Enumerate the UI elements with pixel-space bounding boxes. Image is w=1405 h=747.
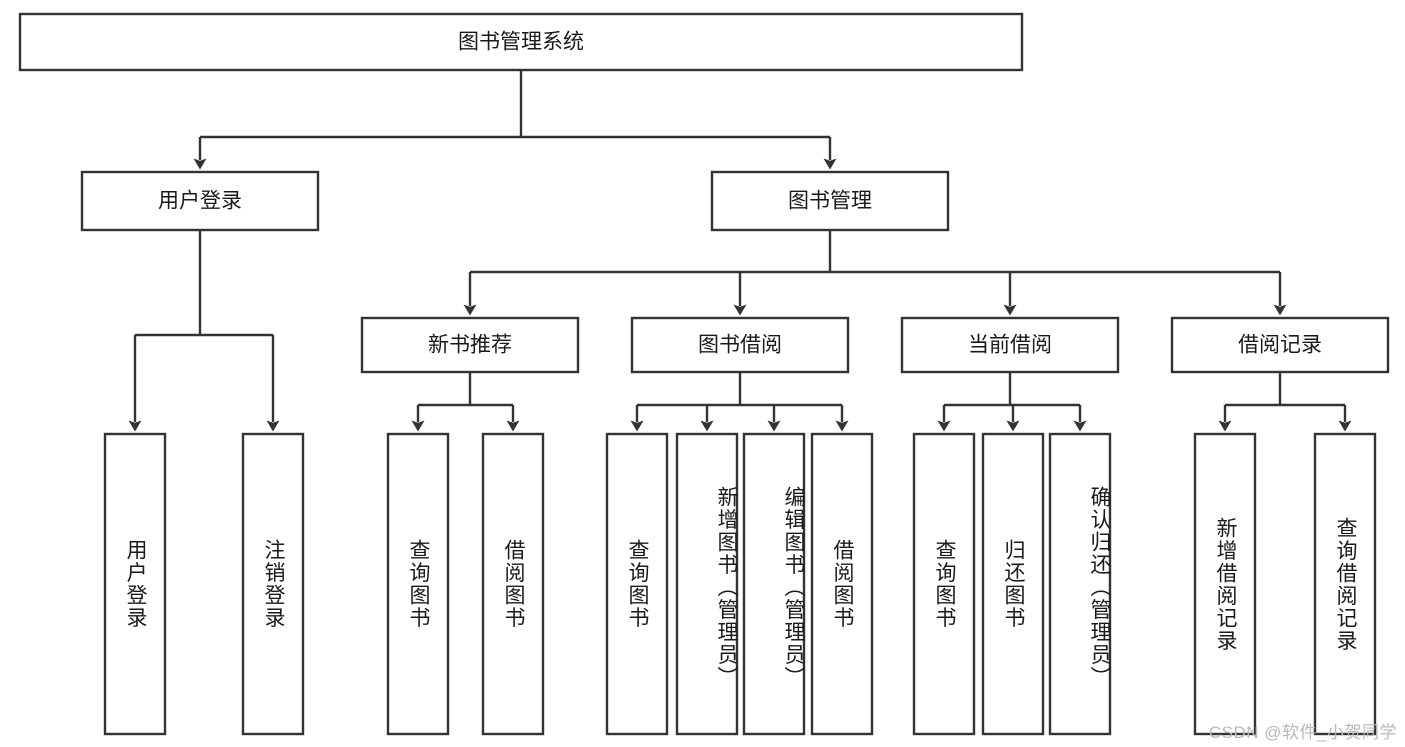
leaf-box-borrow-book[interactable]	[810, 432, 874, 736]
node-root-label: 图书管理系统	[458, 31, 584, 54]
connector-new-book-recommend-to-leaves	[411, 372, 520, 432]
leaf-box-add-book-admin[interactable]	[675, 432, 739, 736]
leaf-box-edit-book-admin[interactable]	[742, 432, 806, 736]
node-user-login-label: 用户登录	[158, 190, 242, 213]
leaf-box-logout[interactable]	[241, 432, 305, 736]
leaf-box-query-borrow-record[interactable]	[1313, 432, 1377, 736]
connector-borrow-record-to-leaves	[1218, 372, 1352, 432]
node-book-management[interactable]: 图书管理	[710, 170, 950, 232]
node-borrow-record[interactable]: 借阅记录	[1170, 316, 1390, 374]
node-book-borrow-label: 图书借阅	[698, 334, 782, 357]
node-new-book-recommend-box	[360, 316, 580, 374]
node-book-management-label: 图书管理	[788, 190, 872, 213]
node-root-box	[18, 12, 1024, 72]
node-current-borrow-label: 当前借阅	[968, 334, 1052, 357]
connector-current-borrow-to-leaves	[937, 372, 1087, 432]
connector-book-management-to-level3	[463, 230, 1287, 316]
leaf-box-query-book-borrow[interactable]	[605, 432, 669, 736]
leaf-box-borrow-book-rec[interactable]	[481, 432, 545, 736]
connector-user-login-to-leaves	[128, 230, 280, 432]
leaf-box-query-book-current[interactable]	[912, 432, 976, 736]
leaf-box-confirm-return-admin[interactable]	[1048, 432, 1112, 736]
node-new-book-recommend[interactable]: 新书推荐	[360, 316, 580, 374]
leaf-box-add-borrow-record[interactable]	[1193, 432, 1257, 736]
node-borrow-record-label: 借阅记录	[1238, 334, 1322, 357]
connector-root-to-level2	[193, 70, 837, 170]
node-root[interactable]: 图书管理系统	[18, 12, 1024, 72]
node-new-book-recommend-label: 新书推荐	[428, 334, 512, 357]
leaf-box-query-book-rec[interactable]	[386, 432, 450, 736]
leaf-box-return-book[interactable]	[981, 432, 1045, 736]
node-current-borrow-box	[900, 316, 1120, 374]
node-book-borrow[interactable]: 图书借阅	[630, 316, 850, 374]
node-user-login[interactable]: 用户登录	[80, 170, 320, 232]
node-user-login-box	[80, 170, 320, 232]
connector-book-borrow-to-leaves	[630, 372, 849, 432]
watermark-text: CSDN @软件_小贺同学	[1208, 723, 1397, 742]
leaf-boxes	[103, 432, 1377, 736]
leaf-box-user-login[interactable]	[103, 432, 167, 736]
node-current-borrow[interactable]: 当前借阅	[900, 316, 1120, 374]
